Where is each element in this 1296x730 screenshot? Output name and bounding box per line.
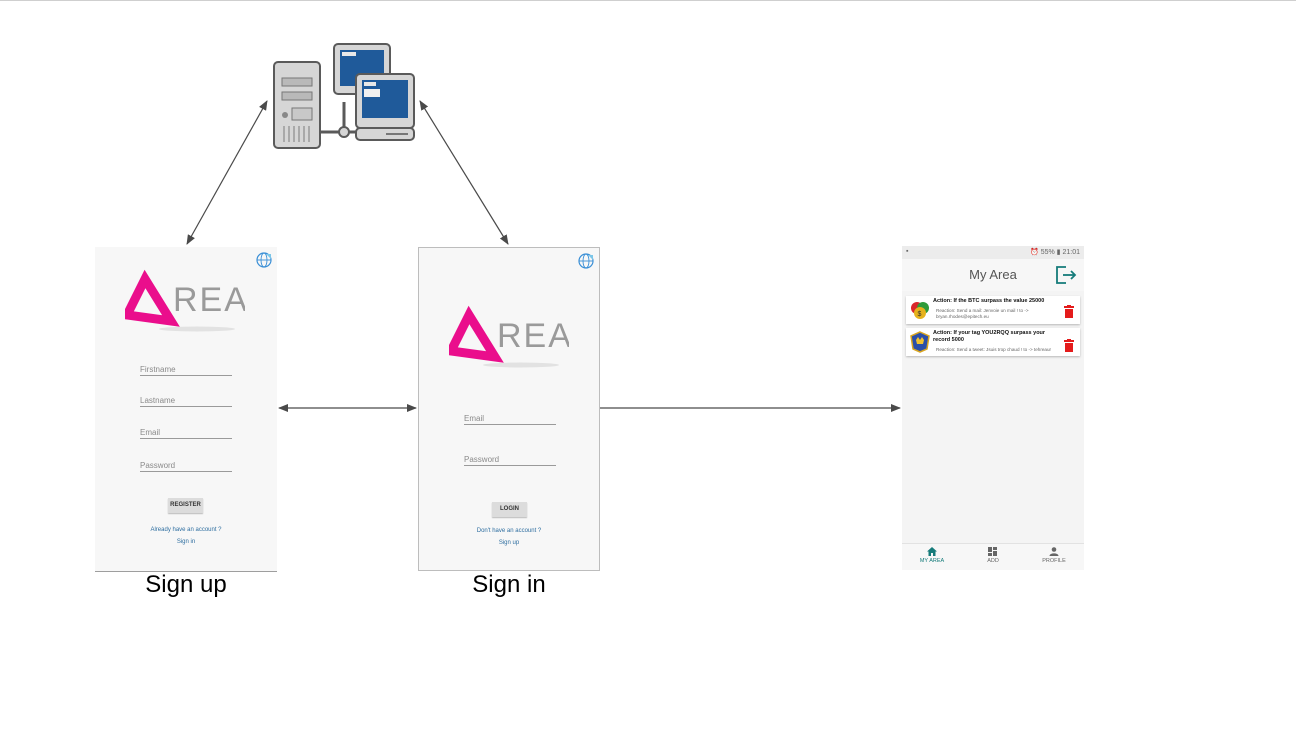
signup-screen: REA Firstname Lastname Email Password RE… — [95, 247, 277, 572]
myarea-screen: ▪ ⏰ 55% ▮ 21:01 My Area $ Action: If the… — [902, 246, 1084, 570]
register-button[interactable]: REGISTER — [168, 498, 203, 513]
signin-caption: Sign in — [472, 571, 546, 598]
card-reaction: Reaction: Send a tweet: Jsuis trop chaud… — [936, 347, 1052, 352]
app-bar: My Area — [902, 259, 1084, 291]
card-action: Action: If the BTC surpass the value 250… — [933, 298, 1045, 304]
trash-icon[interactable] — [1064, 305, 1074, 318]
card-reaction: Reaction: Send a mail: Jenvoie un mail !… — [936, 308, 1029, 319]
nav-add-label: ADD — [987, 558, 999, 564]
clock-time: 21:01 — [1062, 249, 1080, 256]
image-icon: ▪ — [906, 248, 909, 255]
person-icon — [1049, 547, 1059, 556]
status-indicators: ⏰ 55% ▮ 21:01 — [1030, 248, 1080, 256]
email-field[interactable]: Email — [464, 414, 556, 425]
signup-link[interactable]: Sign up — [498, 540, 520, 546]
signin-screen: REA Email Password LOGIN Don't have an a… — [418, 247, 600, 571]
nav-profile-label: PROFILE — [1042, 558, 1066, 564]
lastname-field[interactable]: Lastname — [140, 396, 232, 407]
no-account-text: Don't have an account ? — [476, 528, 542, 534]
signup-caption: Sign up — [145, 571, 227, 598]
dashboard-icon — [988, 547, 997, 556]
already-account-text: Already have an account ? — [150, 527, 222, 533]
svg-text:$: $ — [918, 311, 922, 318]
game-badge-icon — [910, 331, 930, 353]
status-bar: ▪ ⏰ 55% ▮ 21:01 — [902, 246, 1084, 259]
firstname-field[interactable]: Firstname — [140, 365, 232, 376]
area-card[interactable]: Action: If your tag YOU2RQQ surpass your… — [906, 328, 1080, 356]
trash-icon[interactable] — [1064, 339, 1074, 352]
crypto-icon: $ — [911, 302, 929, 319]
login-button[interactable]: LOGIN — [492, 502, 527, 517]
top-border — [0, 0, 1296, 1]
arrow-signup-server — [186, 100, 268, 245]
area-logo: REA — [449, 305, 569, 368]
nav-profile[interactable]: PROFILE — [1024, 547, 1084, 564]
page-title: My Area — [969, 267, 1017, 282]
bottom-navigation: MY AREA ADD PROFILE — [902, 543, 1084, 570]
server-network-icon — [273, 43, 415, 149]
nav-add[interactable]: ADD — [963, 547, 1023, 564]
area-logo: REA — [125, 269, 245, 332]
nav-my-area-label: MY AREA — [919, 558, 945, 564]
card-action: Action: If your tag YOU2RQQ surpass your… — [933, 330, 1046, 343]
home-icon — [927, 547, 937, 556]
signal-percent: 55% — [1040, 249, 1055, 256]
globe-icon[interactable] — [256, 252, 272, 268]
signin-link[interactable]: Sign in — [176, 539, 196, 545]
logo-text: REA — [173, 281, 245, 319]
email-field[interactable]: Email — [140, 428, 232, 439]
password-field[interactable]: Password — [140, 461, 232, 472]
area-card[interactable]: $ Action: If the BTC surpass the value 2… — [906, 296, 1080, 324]
logout-icon[interactable] — [1054, 265, 1078, 285]
alarm-icon: ⏰ — [1030, 249, 1039, 256]
lock-icon: ▮ — [1056, 249, 1061, 256]
globe-icon[interactable] — [578, 253, 594, 269]
nav-my-area[interactable]: MY AREA — [902, 547, 962, 564]
logo-text: REA — [497, 317, 569, 355]
arrow-signin-server — [419, 100, 509, 245]
password-field[interactable]: Password — [464, 455, 556, 466]
